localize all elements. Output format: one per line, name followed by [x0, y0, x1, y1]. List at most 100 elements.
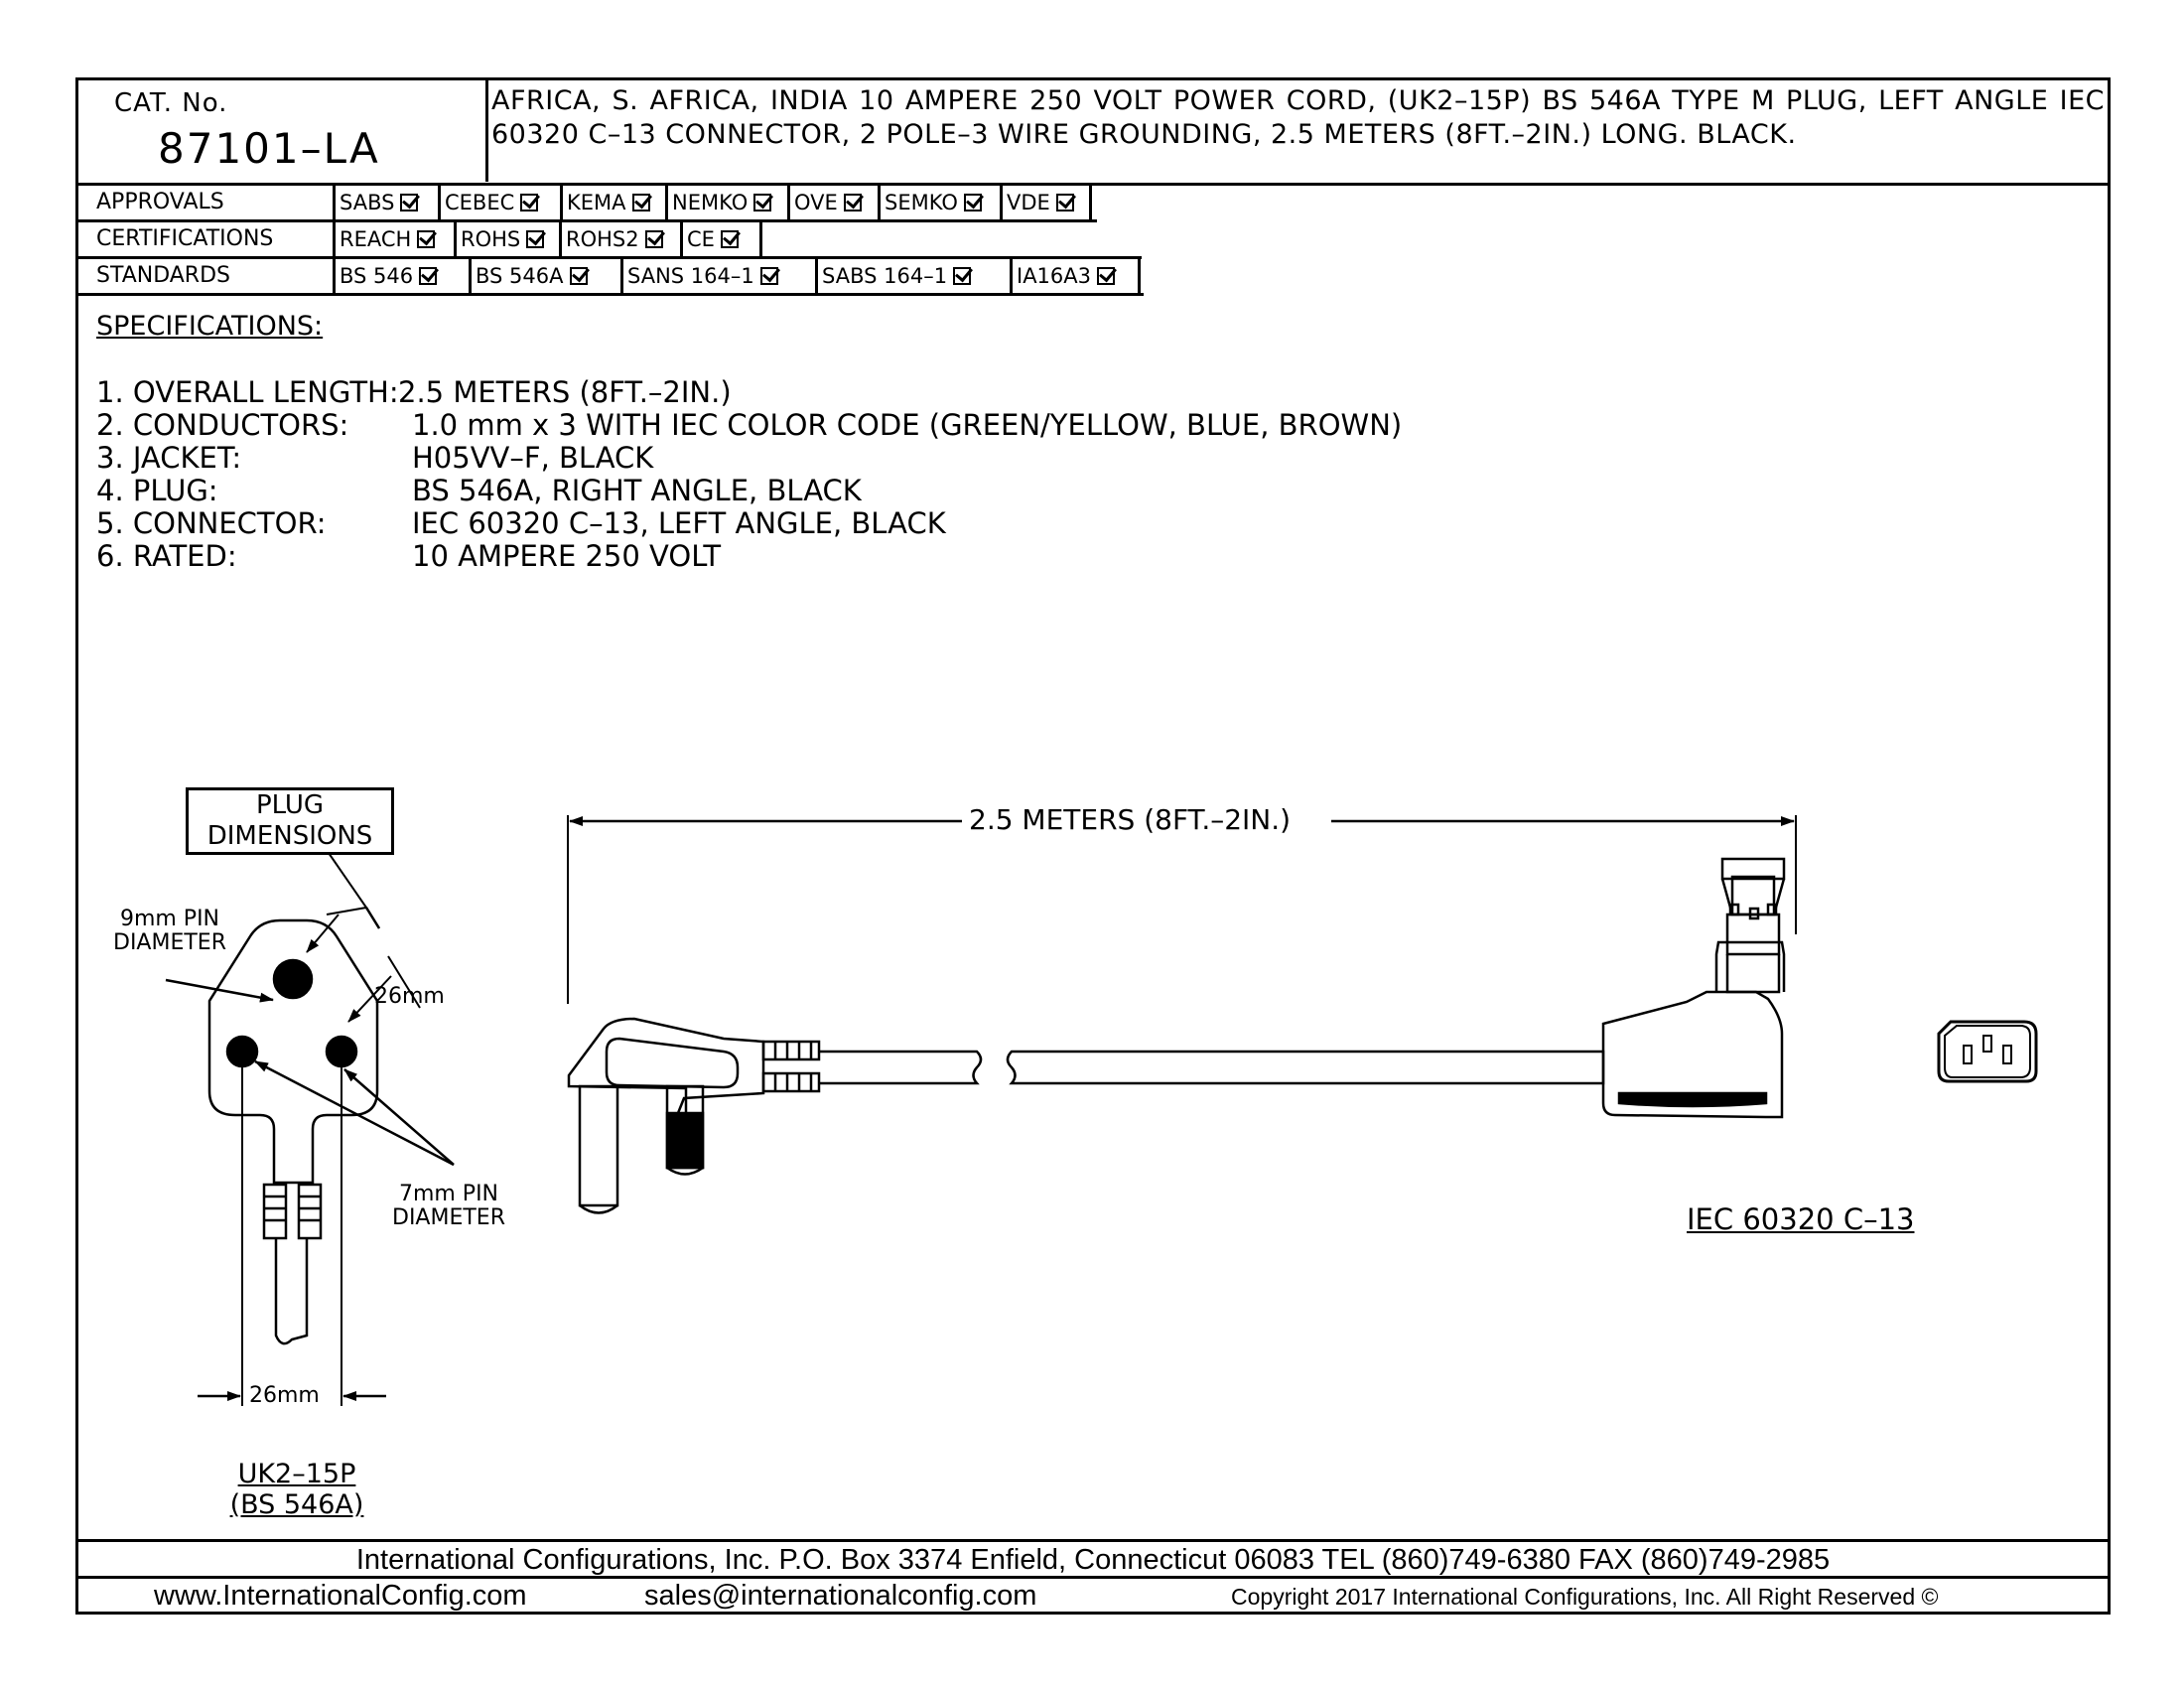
approval-semko-label: SEMKO [885, 191, 958, 214]
spec-key: 1. OVERALL LENGTH: [96, 375, 399, 409]
cert-rohs2: ROHS2 [562, 222, 683, 256]
plug-model-label: UK2–15P (BS 546A) [198, 1459, 396, 1520]
check-icon [419, 267, 438, 285]
dim-26-bottom: 26mm [249, 1383, 320, 1408]
check-icon [759, 267, 778, 285]
approval-sabs: SABS [336, 186, 441, 219]
specifications-title: SPECIFICATIONS: [96, 311, 324, 342]
spec-row: 4. PLUG:BS 546A, RIGHT ANGLE, BLACK [96, 475, 1402, 507]
cert-rohs: ROHS [457, 222, 562, 256]
std-bs546-label: BS 546 [340, 264, 414, 288]
copyright-notice: Copyright 2017 International Configurati… [1231, 1584, 1939, 1610]
spec-row: 5. CONNECTOR: IEC 60320 C–13, LEFT ANGLE,… [96, 507, 1402, 540]
drawing-sheet: CAT. No. 87101–LA AFRICA, S. AFRICA, IND… [75, 77, 2111, 1615]
header-bottom-rule [78, 183, 2108, 186]
pin9-label: 9mm PIN DIAMETER [113, 908, 226, 955]
spec-value: 10 AMPERE 250 VOLT [412, 539, 722, 573]
approval-cebec-label: CEBEC [445, 191, 515, 214]
spec-row: 3. JACKET: H05VV–F, BLACK [96, 442, 1402, 475]
check-icon [417, 230, 436, 248]
plug-dimensions-line-2: DIMENSIONS [206, 821, 373, 851]
dim-26-top: 26mm [374, 984, 445, 1009]
check-icon [644, 230, 663, 248]
plug-dimensions-box: PLUG DIMENSIONS [186, 787, 394, 855]
product-description: AFRICA, S. AFRICA, INDIA 10 AMPERE 250 V… [491, 85, 2105, 150]
check-icon [963, 194, 982, 211]
length-dimension-label: 2.5 METERS (8FT.–2IN.) [965, 803, 1296, 836]
pin7-label: 7mm PIN DIAMETER [392, 1183, 505, 1230]
cert-reach: REACH [336, 222, 457, 256]
std-sans164: SANS 164–1 [623, 259, 818, 293]
header-divider [485, 80, 488, 182]
check-icon [953, 267, 972, 285]
company-address: International Configurations, Inc. P.O. … [355, 1544, 1831, 1576]
spec-key: 6. RATED: [96, 539, 237, 573]
c13-connector-side-view [1601, 857, 1786, 1119]
footer-mid-rule [78, 1576, 2108, 1579]
check-icon [843, 194, 862, 211]
check-icon [631, 194, 650, 211]
pin7-label-line1: 7mm PIN [398, 1182, 499, 1206]
pin9-label-line1: 9mm PIN [119, 907, 220, 931]
cert-rohs2-label: ROHS2 [566, 227, 639, 251]
check-icon [720, 230, 739, 248]
std-bs546a-label: BS 546A [476, 264, 564, 288]
footer-top-rule [78, 1539, 2108, 1542]
plug-model-line1: UK2–15P [237, 1459, 356, 1489]
cert-ce: CE [683, 222, 762, 256]
plug-dimensions-line-1: PLUG [255, 790, 325, 820]
approval-kema: KEMA [563, 186, 668, 219]
check-icon [1097, 267, 1116, 285]
standards-row: STANDARDS BS 546 BS 546A SANS 164–1 SABS… [78, 259, 1141, 293]
check-icon [569, 267, 588, 285]
plug-model-line2: (BS 546A) [229, 1489, 364, 1520]
cert-ce-label: CE [687, 227, 715, 251]
approval-nemko-label: NEMKO [672, 191, 749, 214]
neutral-pin-icon [325, 1035, 358, 1068]
std-sabs164-label: SABS 164–1 [822, 264, 948, 288]
std-sabs164: SABS 164–1 [818, 259, 1013, 293]
approval-ove-label: OVE [794, 191, 838, 214]
standards-label: STANDARDS [78, 259, 336, 293]
std-bs546: BS 546 [336, 259, 472, 293]
std-ia16a3-label: IA16A3 [1017, 264, 1092, 288]
cat-no-value: 87101–LA [158, 124, 380, 173]
check-icon [753, 194, 772, 211]
approvals-row: APPROVALS SABS CEBEC KEMA NEMKO OVE SEMK… [78, 186, 1092, 219]
spec-key: 3. JACKET: [96, 441, 242, 475]
spec-value: H05VV–F, BLACK [412, 441, 654, 475]
row-rule [78, 256, 1142, 259]
approval-ove: OVE [790, 186, 881, 219]
approval-nemko: NEMKO [668, 186, 790, 219]
plug-strain-relief [262, 1183, 323, 1345]
cord-body [819, 1050, 1605, 1085]
uk-plug-side-view [567, 1017, 821, 1214]
spec-row: 1. OVERALL LENGTH:2.5 METERS (8FT.–2IN.) [96, 376, 1402, 409]
spec-key: 2. CONDUCTORS: [96, 408, 349, 442]
spec-value: 1.0 mm x 3 WITH IEC COLOR CODE (GREEN/YE… [412, 408, 1403, 442]
spec-value: 2.5 METERS (8FT.–2IN.) [398, 375, 732, 409]
c13-connector-face [1937, 1020, 2038, 1083]
spec-row: 6. RATED: 10 AMPERE 250 VOLT [96, 540, 1402, 573]
check-icon [526, 230, 545, 248]
approvals-label: APPROVALS [78, 186, 336, 219]
email-link[interactable]: sales@internationalconfig.com [644, 1580, 1037, 1612]
check-icon [1055, 194, 1074, 211]
cat-no-label: CAT. No. [114, 88, 228, 118]
cert-reach-label: REACH [340, 227, 412, 251]
approval-cebec: CEBEC [441, 186, 563, 219]
cord-drawing [165, 815, 2038, 1406]
certifications-row: CERTIFICATIONS REACH ROHS ROHS2 CE [78, 222, 762, 256]
spec-key: 5. CONNECTOR: [96, 506, 327, 540]
pin9-label-line2: DIAMETER [113, 930, 226, 955]
std-sans164-label: SANS 164–1 [627, 264, 754, 288]
website-link[interactable]: www.InternationalConfig.com [154, 1580, 527, 1612]
plug-face-outline [207, 918, 379, 1185]
row-rule [78, 219, 1097, 222]
spec-value: IEC 60320 C–13, LEFT ANGLE, BLACK [412, 506, 946, 540]
std-ia16a3: IA16A3 [1013, 259, 1141, 293]
approval-vde: VDE [1003, 186, 1092, 219]
check-icon [520, 194, 539, 211]
specifications-list: 1. OVERALL LENGTH:2.5 METERS (8FT.–2IN.)… [96, 376, 1402, 573]
approval-kema-label: KEMA [567, 191, 626, 214]
